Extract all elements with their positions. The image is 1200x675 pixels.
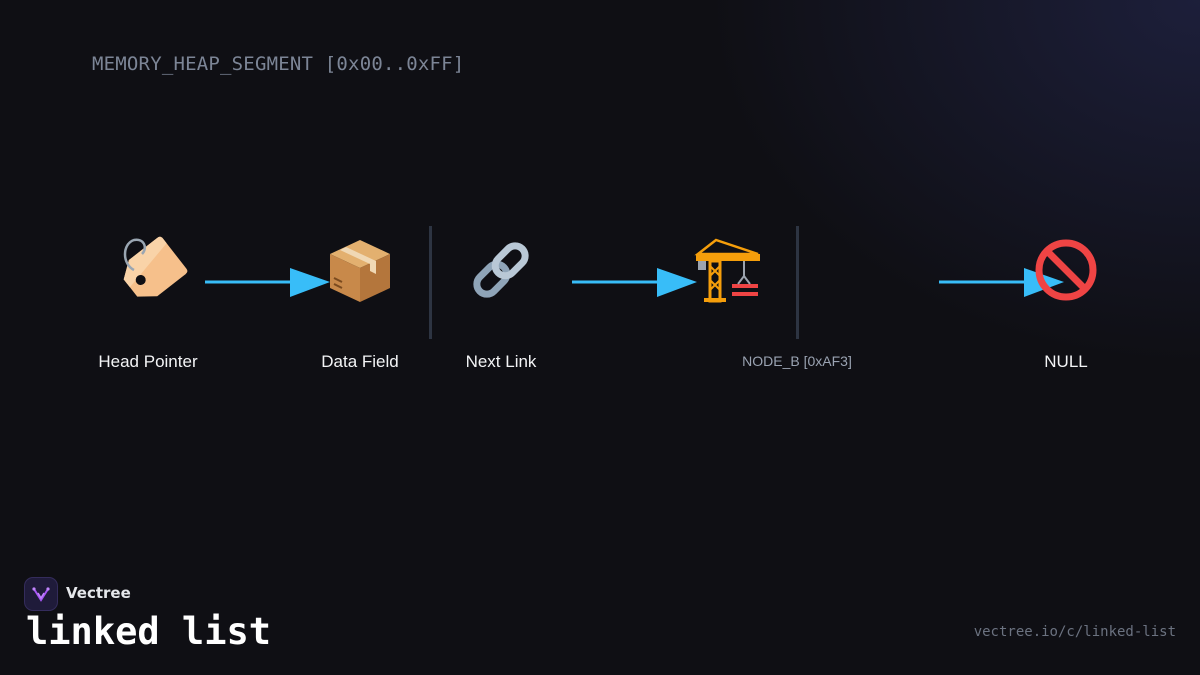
node-label-null: NULL (1044, 352, 1088, 371)
arrow-next-to-node (572, 268, 697, 297)
construction-crane-icon (688, 230, 768, 310)
node-label-next-link: Next Link (465, 352, 537, 371)
label-tag-icon (108, 230, 188, 310)
vectree-logo-icon (24, 577, 58, 611)
package-box-icon (320, 230, 400, 310)
brand-name: Vectree (66, 584, 131, 602)
arrow-head-to-data (205, 268, 330, 297)
source-url: vectree.io/c/linked-list (973, 624, 1176, 640)
node-label-head-pointer: Head Pointer (98, 352, 198, 371)
page-title: linked list (26, 610, 272, 653)
node-divider-right (796, 226, 799, 339)
node-label-data-field: Data Field (321, 352, 399, 371)
prohibited-icon (1026, 230, 1106, 310)
node-divider-left (429, 226, 432, 339)
chain-link-icon (461, 230, 541, 310)
segment-label: MEMORY_HEAP_SEGMENT [0x00..0xFF] (92, 53, 465, 75)
node-group-label: NODE_B [0xAF3] (742, 353, 852, 369)
